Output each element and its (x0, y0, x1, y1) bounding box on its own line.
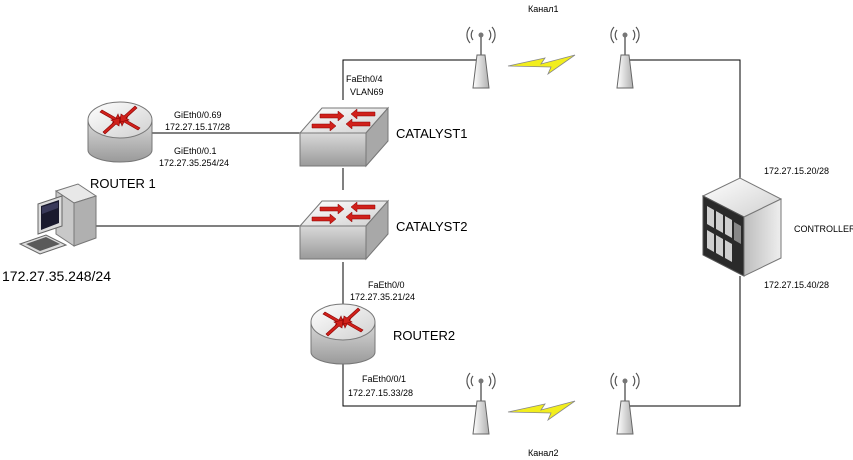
catalyst1-port: FaEth0/4 (346, 74, 383, 84)
pc-ip: 172.27.35.248/24 (2, 268, 111, 284)
links (96, 59, 741, 407)
router2-if1-name: FaEth0/0 (368, 280, 405, 290)
channel2-label: Канал2 (528, 448, 558, 458)
router2-if2-ip: 172.27.15.33/28 (348, 388, 413, 398)
router1-if1-ip: 172.27.15.17/28 (165, 122, 230, 132)
antenna-icon (466, 26, 496, 89)
router1-if2-ip: 172.27.35.254/24 (159, 158, 229, 168)
antenna-icon (610, 372, 640, 435)
switch-icon (298, 199, 390, 261)
router2-if1-ip: 172.27.35.21/24 (350, 292, 415, 302)
link-router2-antenna3 (342, 360, 476, 407)
pc-icon (18, 183, 98, 255)
router2-label: ROUTER2 (393, 328, 455, 343)
router1-label: ROUTER 1 (90, 176, 156, 191)
router-icon (310, 303, 376, 365)
lightning-icon (507, 400, 576, 422)
switch-icon (298, 106, 390, 168)
router1-if2-name: GiEth0/0.1 (174, 146, 217, 156)
link-antenna4-controller (630, 276, 741, 407)
antenna-icon (466, 372, 496, 435)
controller-ip-top: 172.27.15.20/28 (764, 166, 829, 176)
link-antenna2-controller (630, 59, 741, 178)
router1-if1-name: GiEth0/0.69 (174, 110, 222, 120)
server-icon (701, 177, 783, 277)
lightning-icon (507, 54, 576, 76)
channel1-label: Канал1 (528, 4, 558, 14)
catalyst1-label: CATALYST1 (396, 126, 468, 141)
antenna-icon (610, 26, 640, 89)
router2-if2-name: FaEth0/0/1 (362, 374, 406, 384)
catalyst2-label: CATALYST2 (396, 219, 468, 234)
catalyst1-vlan: VLAN69 (350, 87, 384, 97)
controller-label: CONTROLLER (794, 224, 853, 234)
link-catalyst1-antenna1 (342, 59, 476, 100)
router-icon (87, 101, 153, 163)
controller-ip-bottom: 172.27.15.40/28 (764, 280, 829, 290)
